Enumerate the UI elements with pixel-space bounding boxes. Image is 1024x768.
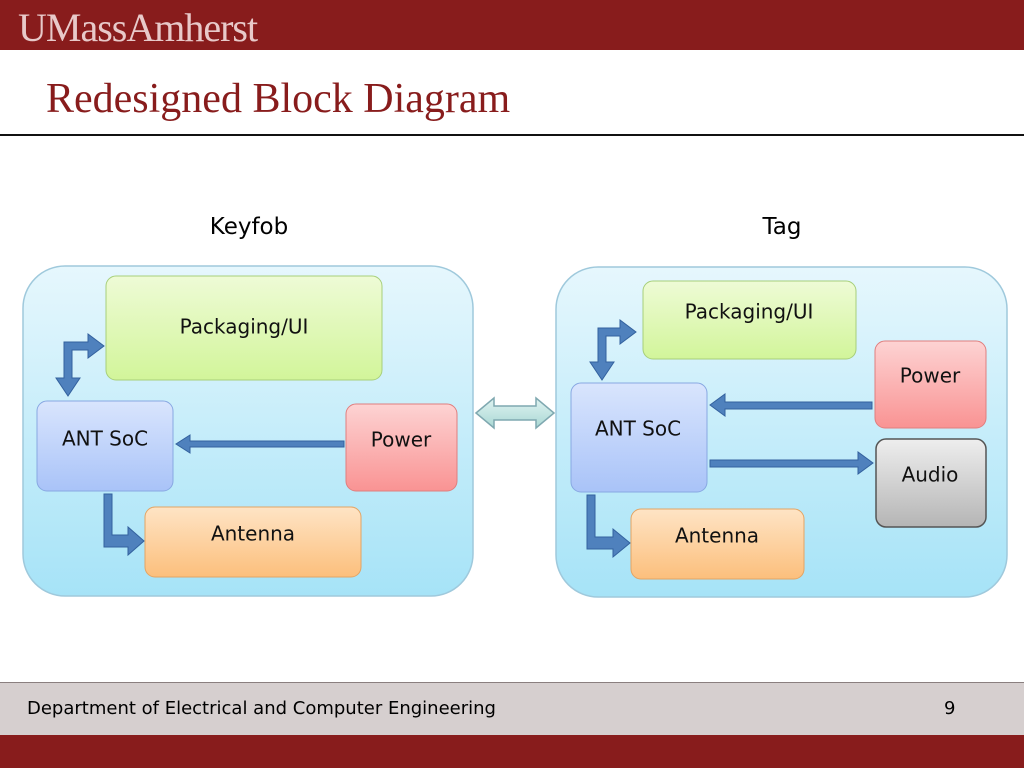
- slide-title: Redesigned Block Diagram: [46, 76, 511, 122]
- tag-audio-block: [875, 438, 987, 528]
- block-diagram: Keyfob Packaging/UI ANT SoC Power Antenn…: [22, 214, 1008, 598]
- tag-antenna-label: Antenna: [675, 524, 759, 548]
- keyfob-power-block: [345, 403, 458, 492]
- department-name: Department of Electrical and Computer En…: [27, 698, 496, 719]
- bottom-banner: [0, 735, 1024, 768]
- tag-label: Tag: [762, 214, 802, 240]
- keyfob-antenna-label: Antenna: [211, 522, 295, 546]
- tag-power-label: Power: [900, 364, 961, 388]
- tag-soc-label: ANT SoC: [595, 417, 681, 441]
- keyfob-antenna-block: [144, 506, 362, 578]
- keyfob-tag-link-arrow: [474, 396, 556, 430]
- tag-power-soc-arrow: [709, 393, 873, 417]
- keyfob-soc-antenna-arrow: [103, 493, 145, 557]
- keyfob-power-soc-arrow: [175, 434, 345, 454]
- tag-soc-block: [570, 382, 708, 493]
- tag-soc-antenna-arrow: [586, 494, 631, 559]
- tag-packaging-label: Packaging/UI: [685, 300, 814, 324]
- tag-packaging-block: [642, 280, 857, 360]
- keyfob-packaging-label: Packaging/UI: [180, 315, 309, 339]
- keyfob-packaging-block: [105, 275, 383, 381]
- footer-bar: Department of Electrical and Computer En…: [0, 682, 1024, 735]
- tag-soc-packaging-arrow: [589, 319, 637, 381]
- keyfob-soc-label: ANT SoC: [62, 427, 148, 451]
- title-divider: [0, 134, 1024, 136]
- tag-audio-label: Audio: [902, 463, 959, 487]
- keyfob-soc-block: [36, 400, 174, 492]
- keyfob-soc-packaging-arrow: [55, 333, 105, 397]
- university-logo: UMassAmherst: [18, 5, 258, 50]
- keyfob-label: Keyfob: [210, 214, 288, 240]
- tag-power-block: [874, 340, 987, 429]
- keyfob-power-label: Power: [371, 428, 432, 452]
- tag-antenna-block: [630, 508, 805, 580]
- top-banner: UMassAmherst: [0, 0, 1024, 50]
- tag-soc-audio-arrow: [709, 451, 874, 475]
- page-number: 9: [944, 698, 956, 719]
